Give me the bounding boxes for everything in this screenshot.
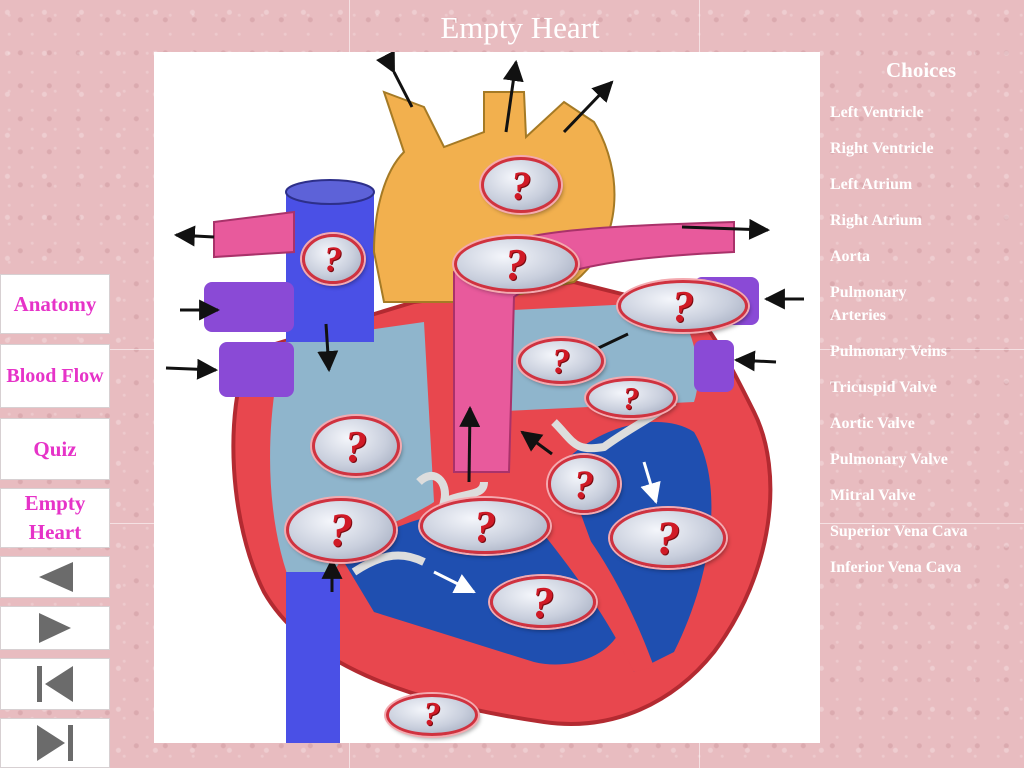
label-placeholder-left-atrium[interactable]: ? [518, 338, 604, 384]
slide-title: Empty Heart [440, 10, 600, 45]
choices-title: Choices [886, 58, 956, 82]
choice-item[interactable]: Superior Vena Cava [830, 523, 968, 540]
inferior-vena-cava [286, 572, 340, 743]
choice-item[interactable]: Pulmonary Arteries [830, 284, 907, 324]
triangle-left-icon [39, 562, 73, 592]
choice-item[interactable]: Left Ventricle [830, 104, 924, 121]
valve [551, 398, 677, 453]
label-placeholder-tricuspid-valve[interactable]: ? [286, 498, 396, 562]
choice-item[interactable]: Right Ventricle [830, 140, 934, 157]
label-placeholder-pulmonary-veins[interactable]: ? [618, 280, 748, 332]
label-placeholder-superior-vena-cava[interactable]: ? [302, 234, 364, 284]
choice-item[interactable]: Right Atrium [830, 212, 922, 229]
first-slide-button[interactable] [0, 658, 110, 710]
heart-diagram: ? ? ? ? ? ? ? ? ? ? ? ? ? [154, 52, 820, 743]
nav-empty-heart-button[interactable]: Empty Heart [0, 488, 110, 548]
label-placeholder-aortic-valve[interactable]: ? [586, 378, 676, 418]
valve [416, 472, 488, 510]
nav-quiz-label: Quiz [33, 436, 77, 461]
nav-quiz-button[interactable]: Quiz [0, 418, 110, 480]
valve [351, 551, 426, 576]
label-placeholder-pulmonary-valve[interactable]: ? [420, 498, 550, 554]
label-placeholder-inferior-vena-cava[interactable]: ? [386, 694, 478, 736]
previous-slide-button[interactable] [0, 556, 110, 598]
choice-item[interactable]: Inferior Vena Cava [830, 559, 962, 576]
choices-panel: Choices Left Ventricle Right Ventricle L… [826, 58, 1016, 592]
nav-empty-heart-label-line1: Empty [24, 491, 86, 515]
nav-anatomy-button[interactable]: Anatomy [0, 274, 110, 334]
next-slide-button[interactable] [0, 606, 110, 650]
pulmonary-vein [219, 342, 294, 397]
choice-item[interactable]: Pulmonary Valve [830, 451, 948, 468]
pulmonary-vein [694, 340, 734, 392]
label-placeholder-left-ventricle[interactable]: ? [610, 508, 726, 568]
label-placeholder-mitral-valve[interactable]: ? [548, 455, 620, 513]
skip-to-start-icon [37, 666, 73, 702]
label-placeholder-right-atrium[interactable]: ? [312, 416, 400, 476]
choice-item[interactable]: Pulmonary Veins [830, 343, 947, 360]
nav-blood-flow-label: Blood Flow [6, 364, 104, 387]
choice-item[interactable]: Tricuspid Valve [830, 379, 937, 396]
pulmonary-artery-left [213, 210, 295, 259]
nav-anatomy-label: Anatomy [13, 291, 97, 316]
choice-item[interactable]: Left Atrium [830, 176, 913, 193]
choice-item[interactable]: Aortic Valve [830, 415, 915, 432]
heart-illustration [165, 52, 804, 743]
nav-empty-heart-label-line2: Heart [28, 520, 82, 544]
nav-blood-flow-button[interactable]: Blood Flow [0, 344, 110, 408]
triangle-right-icon [39, 613, 71, 643]
label-placeholder-pulmonary-artery[interactable]: ? [454, 236, 578, 292]
choice-item[interactable]: Aorta [830, 248, 870, 265]
label-placeholder-right-ventricle[interactable]: ? [490, 576, 596, 628]
pulmonary-vein [204, 282, 294, 332]
choice-item[interactable]: Mitral Valve [830, 487, 916, 504]
last-slide-button[interactable] [0, 718, 110, 768]
septum [534, 507, 654, 672]
label-placeholder-aorta[interactable]: ? [481, 157, 561, 213]
skip-to-end-icon [37, 725, 73, 761]
